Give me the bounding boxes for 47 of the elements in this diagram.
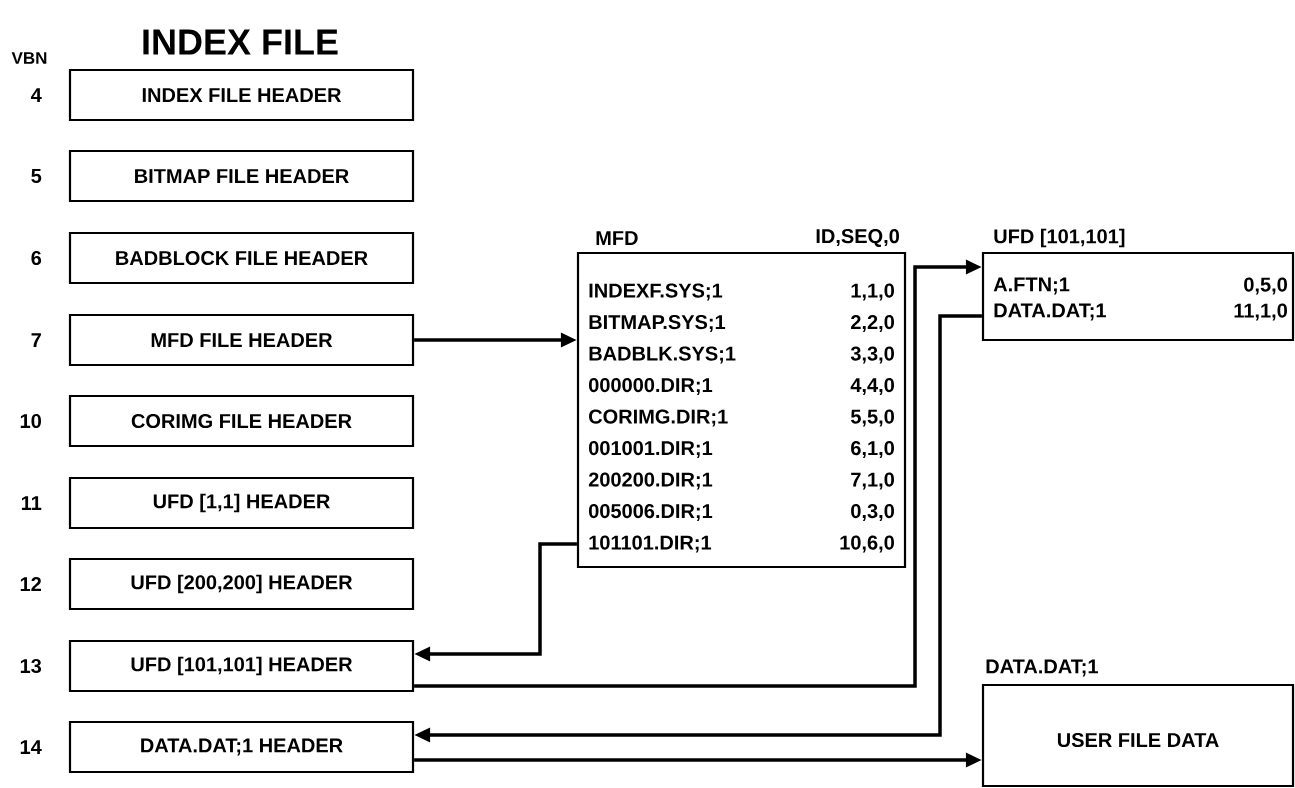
- header-box: BITMAP FILE HEADER: [68, 149, 415, 203]
- file-name: A.FTN;1: [993, 277, 1070, 295]
- file-name: DATA.DAT;1: [994, 303, 1106, 321]
- vbn-number: 14: [20, 740, 42, 754]
- file-id: 0,5,0: [1244, 277, 1287, 295]
- header-box: MFD FILE HEADER: [68, 313, 415, 367]
- header-box: CORIMG FILE HEADER: [68, 394, 415, 448]
- file-name: CORIMG.DIR;1: [589, 409, 728, 427]
- file-id: 2,2,0: [851, 315, 894, 333]
- column-heading: VBN: [11, 52, 47, 64]
- file-name: 101101.DIR;1: [589, 535, 712, 553]
- file-name: INDEXF.SYS;1: [589, 283, 723, 301]
- vbn-number: 13: [20, 658, 42, 674]
- file-id: 1,1,0: [851, 283, 894, 301]
- file-name: 001001.DIR;1: [589, 441, 713, 459]
- file-id: 5,5,0: [850, 409, 894, 427]
- title: INDEX FILE: [143, 29, 338, 55]
- file-id: 11,1,0: [1234, 303, 1287, 321]
- file-name: 005006.DIR;1: [589, 504, 713, 522]
- header-box: UFD [1,1] HEADER: [68, 476, 415, 530]
- header-box: UFD [200,200] HEADER: [68, 557, 415, 611]
- file-id: 7,1,0: [851, 472, 894, 490]
- file-id: 3,3,0: [850, 346, 894, 364]
- vbn-number: 5: [31, 169, 42, 183]
- box-heading: ID,SEQ,0: [816, 229, 899, 247]
- header-box: DATA.DAT;1 HEADER: [68, 720, 415, 774]
- header-box: INDEX FILE HEADER: [68, 68, 415, 122]
- file-id: 0,3,0: [851, 504, 894, 522]
- file-id: 6,1,0: [851, 441, 894, 459]
- box-heading: DATA.DAT;1: [986, 659, 1098, 677]
- vbn-number: 10: [20, 413, 41, 429]
- file-id: 4,4,0: [850, 378, 894, 396]
- file-id: 10,6,0: [840, 535, 894, 553]
- file-name: BITMAP.SYS;1: [589, 315, 726, 333]
- vbn-number: 11: [21, 496, 42, 510]
- header-box: UFD [101,101] HEADER: [68, 639, 415, 693]
- header-box: BADBLOCK FILE HEADER: [68, 231, 415, 285]
- vbn-number: 4: [31, 88, 42, 102]
- box-text: USER FILE DATA: [1057, 732, 1219, 748]
- file-name: BADBLK.SYS;1: [589, 346, 736, 364]
- box-heading: MFD: [596, 231, 638, 245]
- vbn-number: 6: [31, 250, 42, 266]
- file-name: 000000.DIR;1: [589, 378, 713, 396]
- vbn-number: 12: [20, 577, 41, 591]
- file-name: 200200.DIR;1: [588, 472, 713, 490]
- vbn-number: 7: [31, 333, 41, 347]
- box-heading: UFD [101,101]: [994, 228, 1125, 248]
